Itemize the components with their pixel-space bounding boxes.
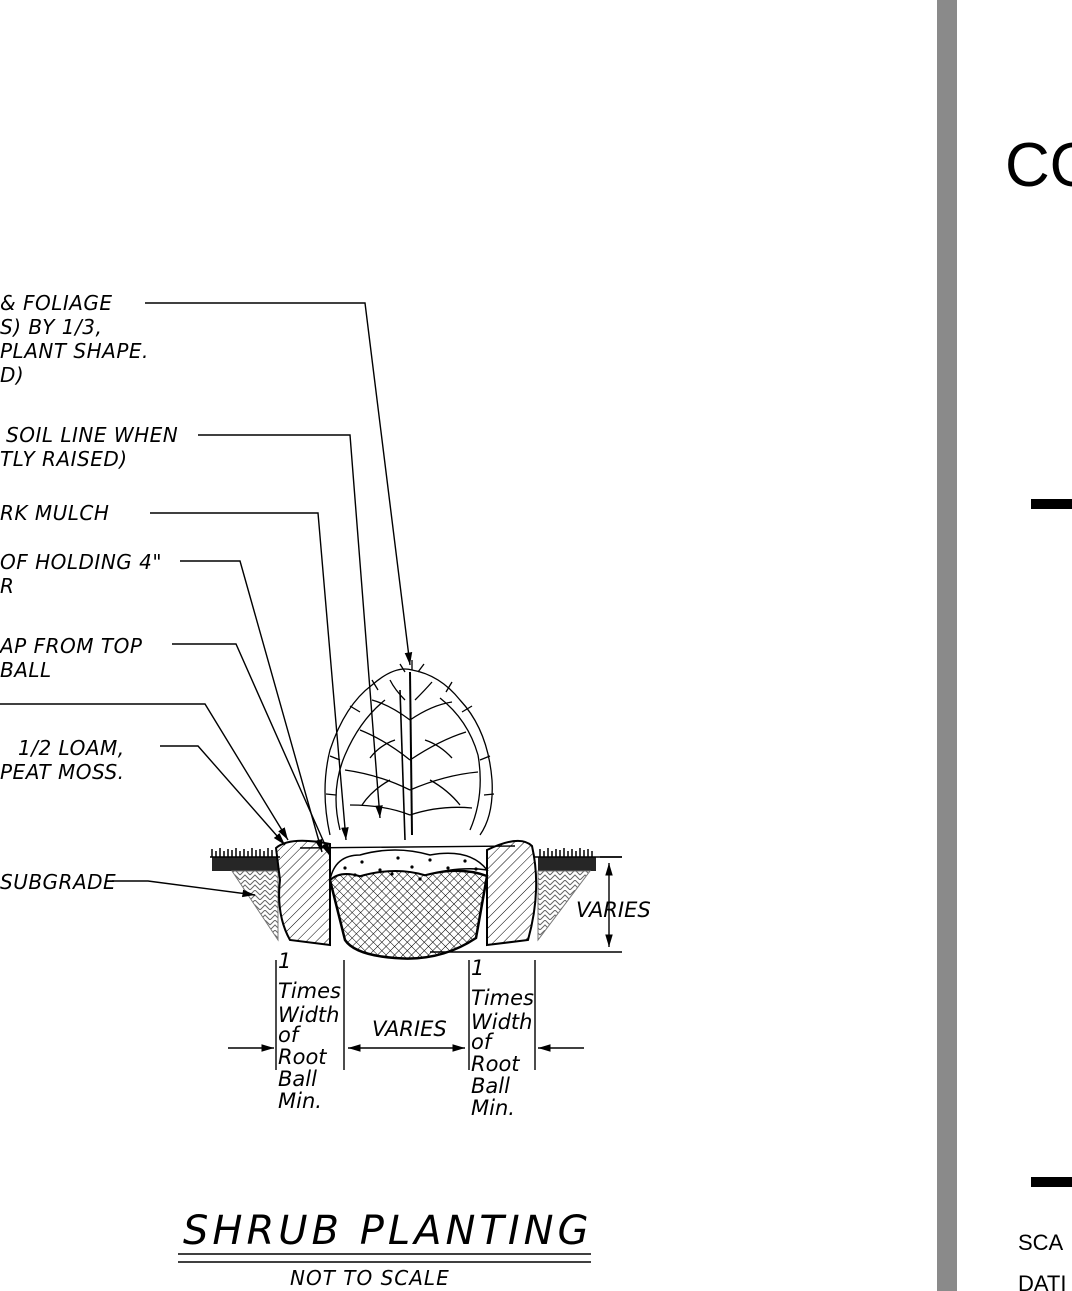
callout-text: SOIL LINE WHEN: [6, 423, 178, 447]
mulch-layer: [328, 849, 489, 883]
backfill-soil: [274, 839, 331, 947]
note-line: Min.: [278, 1089, 322, 1113]
depth-label: VARIES: [576, 898, 651, 922]
callout-text: PEAT MOSS.: [0, 760, 125, 784]
leader-lines: [0, 302, 413, 898]
note-line: Width: [471, 1010, 532, 1034]
note-line: 1: [471, 956, 484, 980]
note-line: Root: [471, 1052, 520, 1076]
note-line: of: [278, 1023, 302, 1047]
note-line: Min.: [471, 1096, 515, 1120]
width-label: VARIES: [372, 1017, 447, 1041]
shrub-canopy: [324, 660, 495, 841]
note-line: of: [471, 1030, 495, 1054]
callout-text: & FOLIAGE: [0, 291, 113, 315]
backfill-soil: [486, 839, 538, 947]
left-min-note: 1 Times Width of Root Ball Min.: [278, 949, 341, 1113]
title-block-date-label: DATI: [1018, 1271, 1066, 1291]
callout-burlap: AP FROM TOP BALL: [0, 634, 143, 682]
soil-surface-line: [299, 845, 516, 849]
depth-dimension: [430, 856, 622, 953]
detail-scale-note: NOT TO SCALE: [290, 1266, 450, 1290]
callout-mulch: RK MULCH: [0, 501, 109, 525]
title-block-scale-label: SCA: [1018, 1230, 1064, 1255]
right-min-note: 1 Times Width of Root Ball Min.: [471, 956, 534, 1120]
callout-text: S) BY 1/3,: [0, 315, 102, 339]
grade-line: [210, 848, 622, 871]
callout-soil-line: SOIL LINE WHEN TLY RAISED): [0, 423, 178, 471]
callout-text: R: [0, 574, 14, 598]
width-dimension: [228, 960, 584, 1070]
callout-text: TLY RAISED): [0, 447, 128, 471]
note-line: 1: [278, 949, 291, 973]
note-line: Ball: [471, 1074, 510, 1098]
note-line: Times: [278, 979, 341, 1003]
title-block-heading: CO: [1005, 131, 1072, 200]
callout-text: 1/2 LOAM,: [18, 736, 125, 760]
mulch-dots: [343, 856, 478, 881]
callout-holding: OF HOLDING 4" R: [0, 550, 162, 598]
subgrade-left: [231, 870, 279, 942]
callout-text: D): [0, 363, 24, 387]
callout-text: BALL: [0, 658, 52, 682]
root-ball: [328, 869, 489, 960]
note-line: Root: [278, 1045, 327, 1069]
title-block-border: [937, 0, 957, 1291]
callout-text: PLANT SHAPE.: [0, 339, 149, 363]
callout-text: OF HOLDING 4": [0, 550, 162, 574]
callout-text: AP FROM TOP: [0, 634, 143, 658]
callout-subgrade: SUBGRADE: [0, 870, 116, 894]
callout-loam: 1/2 LOAM, PEAT MOSS.: [0, 736, 125, 784]
subgrade-right: [537, 870, 592, 942]
note-line: Times: [471, 986, 534, 1010]
note-line: Width: [278, 1003, 339, 1027]
note-line: Ball: [278, 1067, 317, 1091]
detail-title: SHRUB PLANTING: [183, 1208, 593, 1254]
callout-foliage: & FOLIAGE S) BY 1/3, PLANT SHAPE. D): [0, 291, 149, 387]
